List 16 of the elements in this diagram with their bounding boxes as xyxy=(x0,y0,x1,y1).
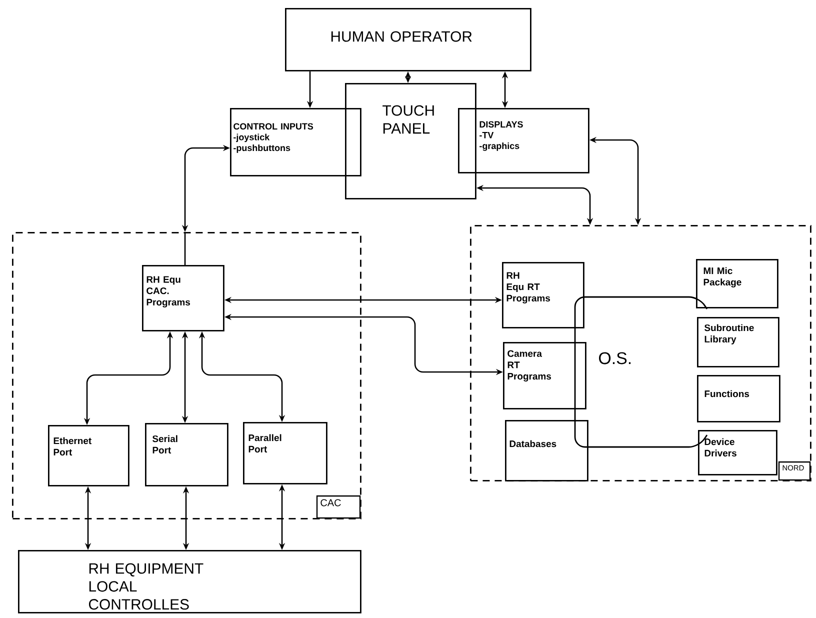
program-box: RH Equ RT Programs xyxy=(502,262,584,328)
program-box: Camera RT Programs xyxy=(503,342,586,410)
port-box: Serial Port xyxy=(145,423,228,486)
display-box: DISPLAYS -TV -graphics xyxy=(458,108,590,174)
program-box: RH Equ CAC. Programs xyxy=(142,265,224,332)
database-box: Databases xyxy=(505,420,588,482)
equipment-box: RH EQUIPMENT LOCAL CONTROLLES xyxy=(18,550,362,614)
port-box: Ethernet Port xyxy=(48,425,130,486)
panel-box: TOUCH PANEL xyxy=(345,83,476,200)
module-box: Functions xyxy=(697,375,780,422)
operator-box: HUMAN OPERATOR xyxy=(285,8,532,72)
module-box: Subroutine Library xyxy=(697,317,780,368)
input-box: CONTROL INPUTS -joystick -pushbuttons xyxy=(230,108,362,176)
port-box: Parallel Port xyxy=(243,422,328,484)
module-box: MI Mic Package xyxy=(696,259,778,308)
module-box: Device Drivers xyxy=(698,430,778,476)
